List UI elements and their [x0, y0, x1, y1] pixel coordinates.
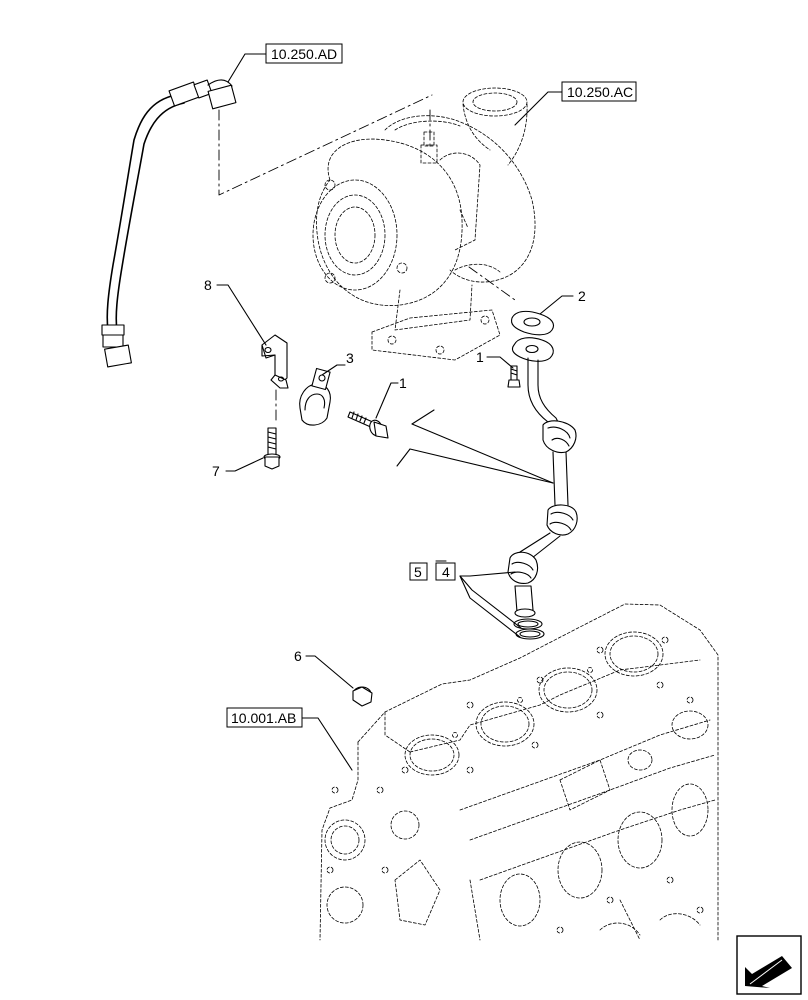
- assembly-lines: [218, 94, 516, 421]
- arrow-icon[interactable]: [736, 935, 802, 995]
- ref-engine-block[interactable]: 10.001.AB: [226, 707, 303, 728]
- plug: [352, 686, 373, 707]
- screw: [263, 427, 281, 470]
- engine-block: [319, 603, 719, 941]
- svg-text:4: 4: [442, 564, 450, 580]
- label-item-5-box: 5: [409, 562, 428, 581]
- oil-supply-line: [101, 79, 237, 368]
- svg-text:10.250.AD: 10.250.AD: [271, 46, 337, 62]
- ref-turbocharger[interactable]: 10.250.AC: [561, 81, 637, 102]
- label-item-4-box: 4: [435, 562, 456, 581]
- label-item-1-lower: 1: [399, 375, 407, 391]
- label-item-3: 3: [346, 350, 354, 366]
- label-item-7: 7: [212, 463, 220, 479]
- bracket: [261, 334, 289, 389]
- ref-turbo-oil-line[interactable]: 10.250.AD: [265, 43, 343, 64]
- turbocharger: [312, 87, 536, 361]
- svg-text:5: 5: [414, 564, 422, 580]
- clamp: [299, 367, 331, 426]
- drain-pipe: [507, 337, 578, 618]
- label-item-8: 8: [204, 277, 212, 293]
- svg-text:10.250.AC: 10.250.AC: [567, 84, 633, 100]
- label-item-1-upper: 1: [476, 349, 484, 365]
- gasket: [510, 310, 555, 336]
- bolt-small: [507, 365, 521, 388]
- bolt-medium: [347, 411, 389, 439]
- label-item-6: 6: [294, 648, 302, 664]
- svg-text:10.001.AB: 10.001.AB: [231, 710, 296, 726]
- label-item-2: 2: [578, 288, 586, 304]
- leader-lines: [216, 53, 574, 771]
